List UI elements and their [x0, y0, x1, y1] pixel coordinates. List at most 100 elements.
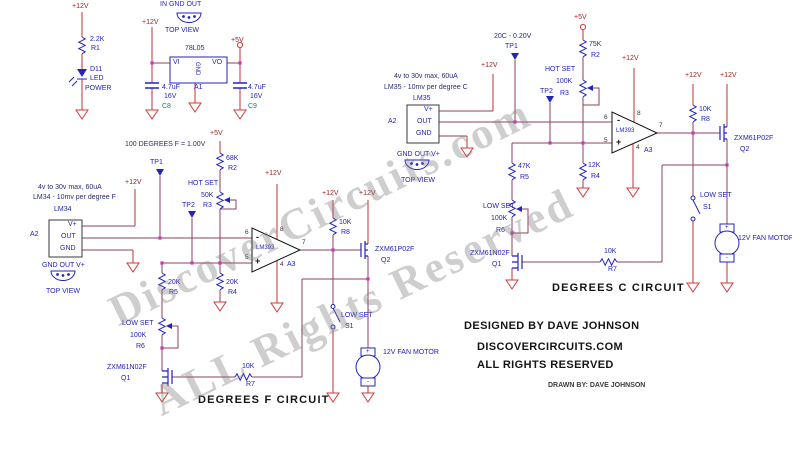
r8r-value: 10K	[699, 106, 712, 113]
r6r-value: 100K	[491, 215, 508, 222]
tp1-left: TP1	[150, 159, 163, 166]
mosfet-q1-left	[162, 368, 173, 386]
lm34-vplus: V+	[68, 221, 77, 228]
opamp-minus-left: -	[256, 232, 259, 242]
q2r-part: ZXM61P02F	[734, 135, 774, 142]
opamp-minus-right: -	[617, 115, 620, 125]
motors	[355, 223, 740, 387]
power-wires	[81, 12, 728, 393]
r2l-value: 68K	[226, 155, 239, 162]
lm35-gnd: GND	[416, 130, 432, 137]
u-78l05-gnd: GND	[194, 62, 200, 76]
c8-value: 4.7uF	[162, 84, 180, 91]
lm34-out: OUT	[61, 233, 76, 240]
pin6-left: 6	[245, 229, 249, 236]
fan-motor-left	[355, 347, 381, 387]
d11-power: POWER	[85, 85, 112, 92]
r8l-ref: R8	[341, 229, 350, 236]
r1-ref: R1	[91, 45, 100, 52]
supply-12v-r8-left: +12V	[322, 190, 339, 197]
note-20c: 20C - 0.20V	[494, 33, 532, 40]
lowset-right: LOW SET	[483, 203, 515, 210]
mosfet-q1-right	[512, 253, 523, 271]
mosfets	[162, 124, 727, 386]
q2r-ref: Q2	[740, 146, 750, 153]
r4r-value: 12K	[588, 162, 601, 169]
pin6-right: 6	[604, 114, 608, 121]
opamp-lm393-right	[611, 111, 659, 154]
switch-s1-left	[330, 304, 341, 330]
wiper-r3-right	[587, 85, 593, 91]
r6l-ref: R6	[136, 343, 145, 350]
lm34-note1: 4v to 30v max, 60uA	[38, 184, 102, 191]
u-78l05-vo: VO	[212, 59, 223, 66]
u-lm393-right: LM393	[616, 128, 635, 134]
opamp-plus-right: +	[616, 137, 622, 147]
pin4-right: 4	[636, 144, 640, 151]
c9-volt: 16V	[250, 93, 263, 100]
lm34-pkg-pins: GND OUT V+	[42, 262, 85, 269]
q1r-part: ZXM61N02F	[470, 250, 510, 257]
motor-left-minus: -	[367, 379, 369, 385]
wiper-r6-right	[516, 206, 522, 212]
motor-right-plus: +	[725, 225, 729, 231]
r6r-ref: R6	[496, 227, 505, 234]
c8-ref: C8	[162, 103, 171, 110]
credit-site: DISCOVERCIRCUITS.COM	[477, 341, 624, 353]
r4l-value: 20K	[226, 279, 239, 286]
s1-right-ref: S1	[703, 204, 712, 211]
sensor-lm35-box	[406, 104, 440, 144]
a2-ref-left: A2	[30, 231, 39, 238]
c9-value: 4.7uF	[248, 84, 266, 91]
q2l-part: ZXM61P02F	[375, 246, 415, 253]
ic-boxes	[48, 56, 440, 258]
r1-value: 2.2K	[90, 36, 105, 43]
motor-left: 12V FAN MOTOR	[383, 349, 439, 356]
r2r-ref: R2	[591, 52, 600, 59]
supply-12v-lm34: +12V	[125, 179, 142, 186]
wiper-r3-left	[224, 197, 230, 203]
c8-volt: 16V	[164, 93, 177, 100]
lm35-name: LM35	[413, 95, 431, 102]
pin8-left: 8	[280, 226, 284, 233]
r6l-value: 100K	[130, 332, 147, 339]
u-78l05-vi: VI	[173, 59, 180, 66]
d11-ref: D11	[90, 66, 103, 73]
pin7-right: 7	[659, 122, 663, 129]
lm35-out: OUT	[417, 118, 432, 125]
lm35-note2: LM35 - 10mv per degree C	[384, 84, 468, 91]
supply-12v-r8-right: +12V	[685, 72, 702, 79]
pot-wiper-arrows	[166, 85, 593, 329]
lm34-pkg-topview: TOP VIEW	[46, 288, 80, 295]
credit-rights: ALL RIGHTS RESERVED	[477, 359, 614, 371]
c9-ref: C9	[248, 103, 257, 110]
supply-5v-reg: +5V	[231, 37, 244, 44]
opamps	[251, 111, 659, 273]
tp1-right: TP1	[505, 43, 518, 50]
q1l-ref: Q1	[121, 375, 131, 382]
r3r-value: 100K	[556, 78, 573, 85]
a3-left: A3	[287, 261, 296, 268]
d11-led: LED	[90, 75, 104, 82]
r5l-ref: R5	[169, 289, 178, 296]
pin5-right: 5	[604, 137, 608, 144]
capacitors	[145, 82, 247, 89]
title-degrees-f: DEGREES F CIRCUIT	[198, 394, 330, 406]
mosfet-q2-right	[719, 124, 727, 142]
r5r-value: 47K	[518, 163, 531, 170]
supply-12v-q2-right: +12V	[720, 72, 737, 79]
tp2-right: TP2	[540, 88, 553, 95]
tp2-left: TP2	[182, 202, 195, 209]
supply-5v-div-right: +5V	[574, 14, 587, 21]
supply-12v-reg: +12V	[142, 19, 159, 26]
a1-ref: A1	[194, 84, 203, 91]
signal-wires	[82, 57, 728, 378]
r4r-ref: R4	[591, 173, 600, 180]
supply-12v-led: +12V	[72, 3, 89, 10]
motor-right: 12V FAN MOTOR	[738, 235, 792, 242]
switches	[330, 195, 701, 330]
r3l-value: 50K	[201, 192, 214, 199]
pin7-left: 7	[302, 239, 306, 246]
